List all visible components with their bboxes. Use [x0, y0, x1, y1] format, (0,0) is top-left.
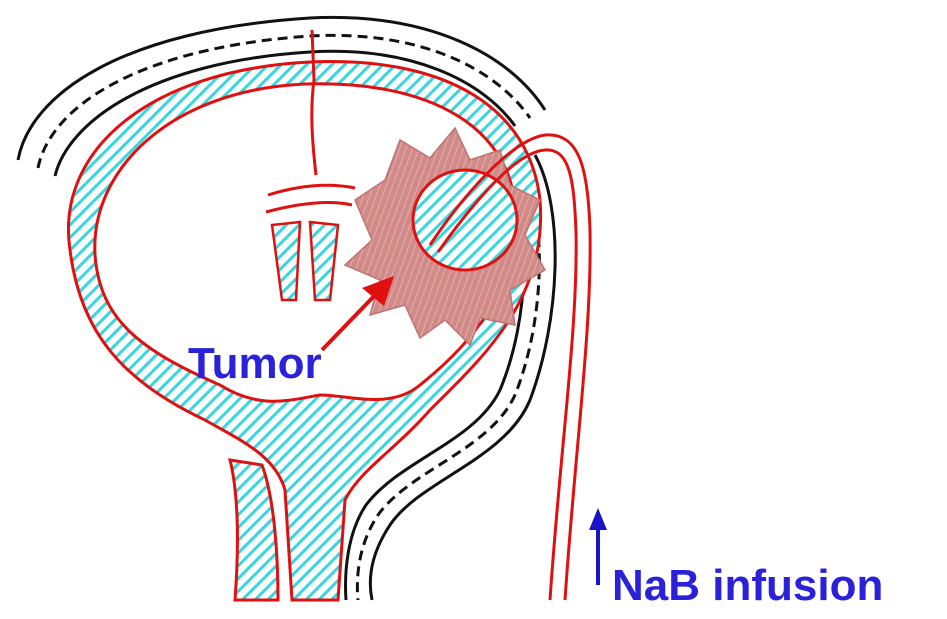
ventricle-arc-lower [266, 203, 352, 212]
tumor-label: Tumor [188, 339, 322, 388]
infusion-label: NaB infusion [612, 561, 883, 610]
ventricle-right [310, 222, 338, 300]
infusion-arrow [589, 508, 607, 585]
tumor-cavity [413, 170, 517, 270]
ventricle-left [272, 222, 300, 300]
brainstem-left [230, 460, 278, 600]
ventricle-arc-upper [268, 185, 355, 195]
tumor-arrow [322, 276, 394, 350]
